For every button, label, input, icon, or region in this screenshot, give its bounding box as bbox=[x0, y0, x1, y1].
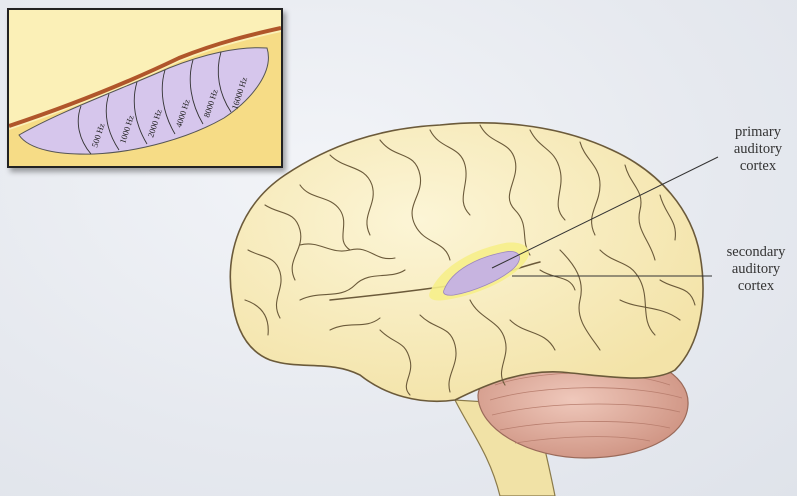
tonotopic-inset: 500 Hz 1000 Hz 2000 Hz 4000 Hz 8000 Hz 1… bbox=[7, 8, 283, 168]
tonotopic-map: 500 Hz 1000 Hz 2000 Hz 4000 Hz 8000 Hz 1… bbox=[9, 10, 281, 166]
label-line: primary bbox=[718, 124, 797, 141]
label-line: auditory bbox=[718, 141, 797, 158]
label-line: cortex bbox=[712, 278, 797, 295]
label-line: auditory bbox=[712, 261, 797, 278]
label-line: secondary bbox=[712, 244, 797, 261]
primary-auditory-cortex-label: primary auditory cortex bbox=[718, 124, 797, 175]
label-line: cortex bbox=[718, 158, 797, 175]
secondary-auditory-cortex-label: secondary auditory cortex bbox=[712, 244, 797, 295]
